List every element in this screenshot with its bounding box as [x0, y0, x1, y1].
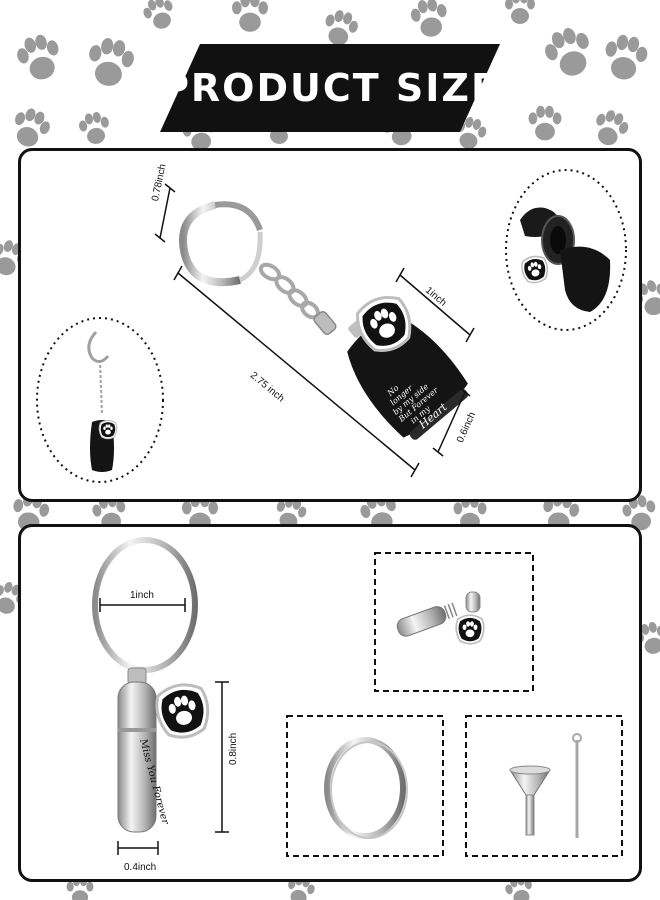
cylinder-width-dimension-label: 0.4inch	[124, 862, 157, 873]
ring-dimension-label: 1inch	[130, 590, 154, 601]
title-banner	[160, 44, 500, 132]
carabiner-clasp	[179, 201, 263, 287]
banner-title: PRODUCT SIZE	[161, 66, 499, 110]
cylinder-height-dimension-label: 0.8inch	[228, 732, 239, 765]
